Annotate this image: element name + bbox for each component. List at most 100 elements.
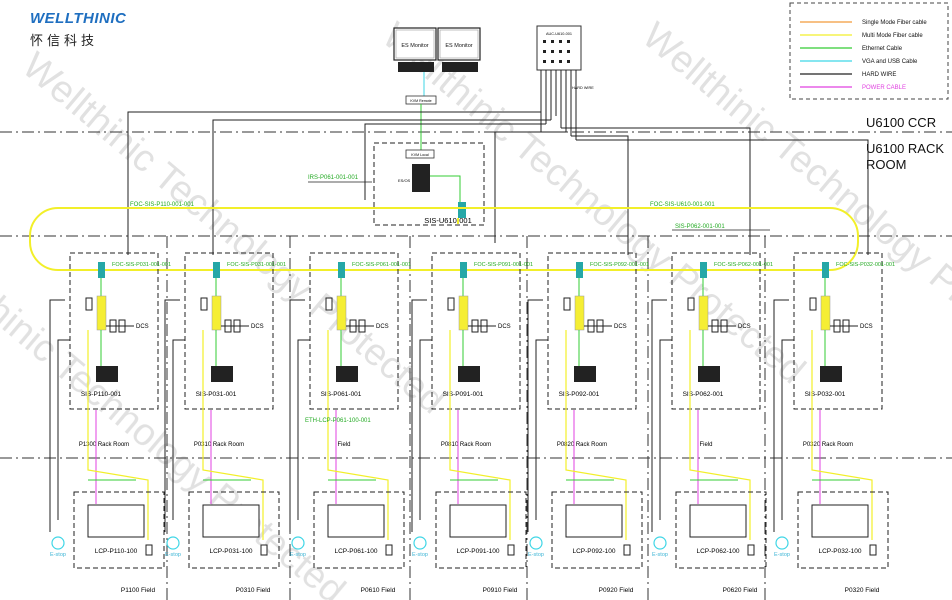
aux-panel-label: AUC-U610-001: [546, 32, 572, 36]
lcp-label: LCP-P092-100: [573, 548, 616, 555]
fiber-drop: [87, 330, 149, 540]
dcs-label: DCS: [860, 324, 873, 330]
field-box: [313, 491, 405, 569]
es-monitor-2-label: ES Monitor: [445, 43, 472, 49]
hard-wire: [297, 339, 310, 520]
io-rack: [96, 366, 118, 382]
cabinet-box: [69, 252, 159, 410]
dcs-label: DCS: [376, 324, 389, 330]
legend-label: POWER CABLE: [862, 85, 906, 91]
hard-wire: [289, 299, 305, 532]
hard-wire: [57, 339, 70, 520]
lcp-panel: [689, 504, 747, 538]
aux-hard-wires: [540, 70, 577, 140]
foc-label: FOC-SIS-P062-001-001: [714, 262, 773, 268]
room-label: Field: [699, 442, 712, 448]
foc-label: FOC-SIS-P061-001-001: [352, 262, 411, 268]
estop-label: E-stop: [774, 552, 790, 558]
foc-label: FOC-SIS-P091-001-001: [474, 262, 533, 268]
fiber-drop: [327, 330, 389, 540]
legend-label: Ethernet Cable: [862, 46, 903, 52]
field-label: P0320 Field: [845, 587, 880, 594]
estop-label: E-stop: [652, 552, 668, 558]
fiber-drop: [565, 330, 627, 540]
hard-wire: [781, 339, 794, 520]
estop-button: [775, 536, 789, 550]
fiber-switch: [576, 262, 583, 278]
cabinet-label: SIS-P110-001: [81, 391, 122, 398]
field-box: [551, 491, 643, 569]
lcp-label: LCP-P062-100: [697, 548, 740, 555]
legend-label: VGA and USB Cable: [862, 59, 918, 65]
dcs-label: DCS: [614, 324, 627, 330]
legend-label: Multi Mode Fiber cable: [862, 33, 923, 39]
legend-box: [789, 2, 949, 100]
terminal-box: [747, 544, 755, 556]
sis-controller: [574, 295, 585, 331]
cabinet-box: [184, 252, 274, 410]
sis-controller: [96, 295, 107, 331]
lcp-label: LCP-P110-100: [95, 548, 138, 555]
terminal-box: [260, 544, 268, 556]
fiber-switch: [460, 262, 467, 278]
kvm-remote-label: KVM Remote: [410, 99, 431, 103]
cabinet-box: [431, 252, 521, 410]
sis-controller: [820, 295, 831, 331]
kvm-local-label: KVM Local: [411, 153, 429, 157]
brand-chinese: 怀信科技: [30, 34, 99, 49]
watermark-text: Wellthinic Technology Protected: [374, 15, 813, 393]
aux-panel: AUC-U610-001: [536, 25, 582, 71]
relay: [563, 297, 571, 311]
cabinet-box: [547, 252, 637, 410]
cabinet-label: SIS-P092-001: [559, 391, 600, 398]
dcs-label: DCS: [738, 324, 751, 330]
io-rack: [574, 366, 596, 382]
es-os-label: ES/OS: [398, 178, 411, 183]
lcp-panel: [87, 504, 145, 538]
relay: [85, 297, 93, 311]
hard-wire: [773, 299, 789, 532]
es-monitor-2: ES Monitor: [437, 27, 481, 72]
sis-controller: [211, 295, 222, 331]
terminal-box: [623, 544, 631, 556]
central-cabinet: KVM Local ES/OS SIS-U610-001: [373, 142, 485, 226]
room-label: P0820 Rack Room: [557, 442, 607, 448]
foc-label: FOC-SIS-P031-001-001: [227, 262, 286, 268]
foc-label: FOC-SIS-P092-001-001: [590, 262, 649, 268]
sis-unit: FOC-SIS-P091-001-001DCSSIS-P091-001P0810…: [411, 252, 533, 594]
fiber-ring: [29, 207, 859, 271]
io-rack: [820, 366, 842, 382]
sis-controller: [458, 295, 469, 331]
field-label: P0620 Field: [723, 587, 758, 594]
lcp-panel: [327, 504, 385, 538]
kvm-remote: KVM Remote: [405, 95, 437, 105]
sis-units: FOC-SIS-P031-001-001DCSSIS-P110-001P1300…: [49, 252, 895, 594]
legend-label: HARD WIRE: [862, 72, 896, 78]
cabinet-label: SIS-P032-001: [805, 391, 846, 398]
central-cabinet-label: SIS-U610-001: [424, 216, 472, 225]
dcs-label: DCS: [251, 324, 264, 330]
zone-label-rack-room-2: ROOM: [866, 157, 906, 172]
terminal-box: [507, 544, 515, 556]
lcp-panel: [449, 504, 507, 538]
ring-right-label: FOC-SIS-U610-001-001: [650, 202, 715, 208]
relay: [200, 297, 208, 311]
terminal-box: [145, 544, 153, 556]
estop-label: E-stop: [412, 552, 428, 558]
cabinet-box: [671, 252, 761, 410]
dcs-label: DCS: [498, 324, 511, 330]
dcs-label: DCS: [136, 324, 149, 330]
room-label: Field: [337, 442, 350, 448]
brand-logo: WELLTHINIC 怀信科技: [30, 10, 130, 50]
estop-button: [529, 536, 543, 550]
fiber-drop: [202, 330, 264, 540]
field-label: P0920 Field: [599, 587, 634, 594]
hard-wire: [164, 299, 180, 532]
link-left-label: IRS-P061-001-001: [308, 175, 359, 181]
relay: [325, 297, 333, 311]
hard-wire-trunk: [127, 111, 869, 255]
hard-wire: [527, 299, 543, 532]
estop-button: [653, 536, 667, 550]
field-box: [73, 491, 165, 569]
